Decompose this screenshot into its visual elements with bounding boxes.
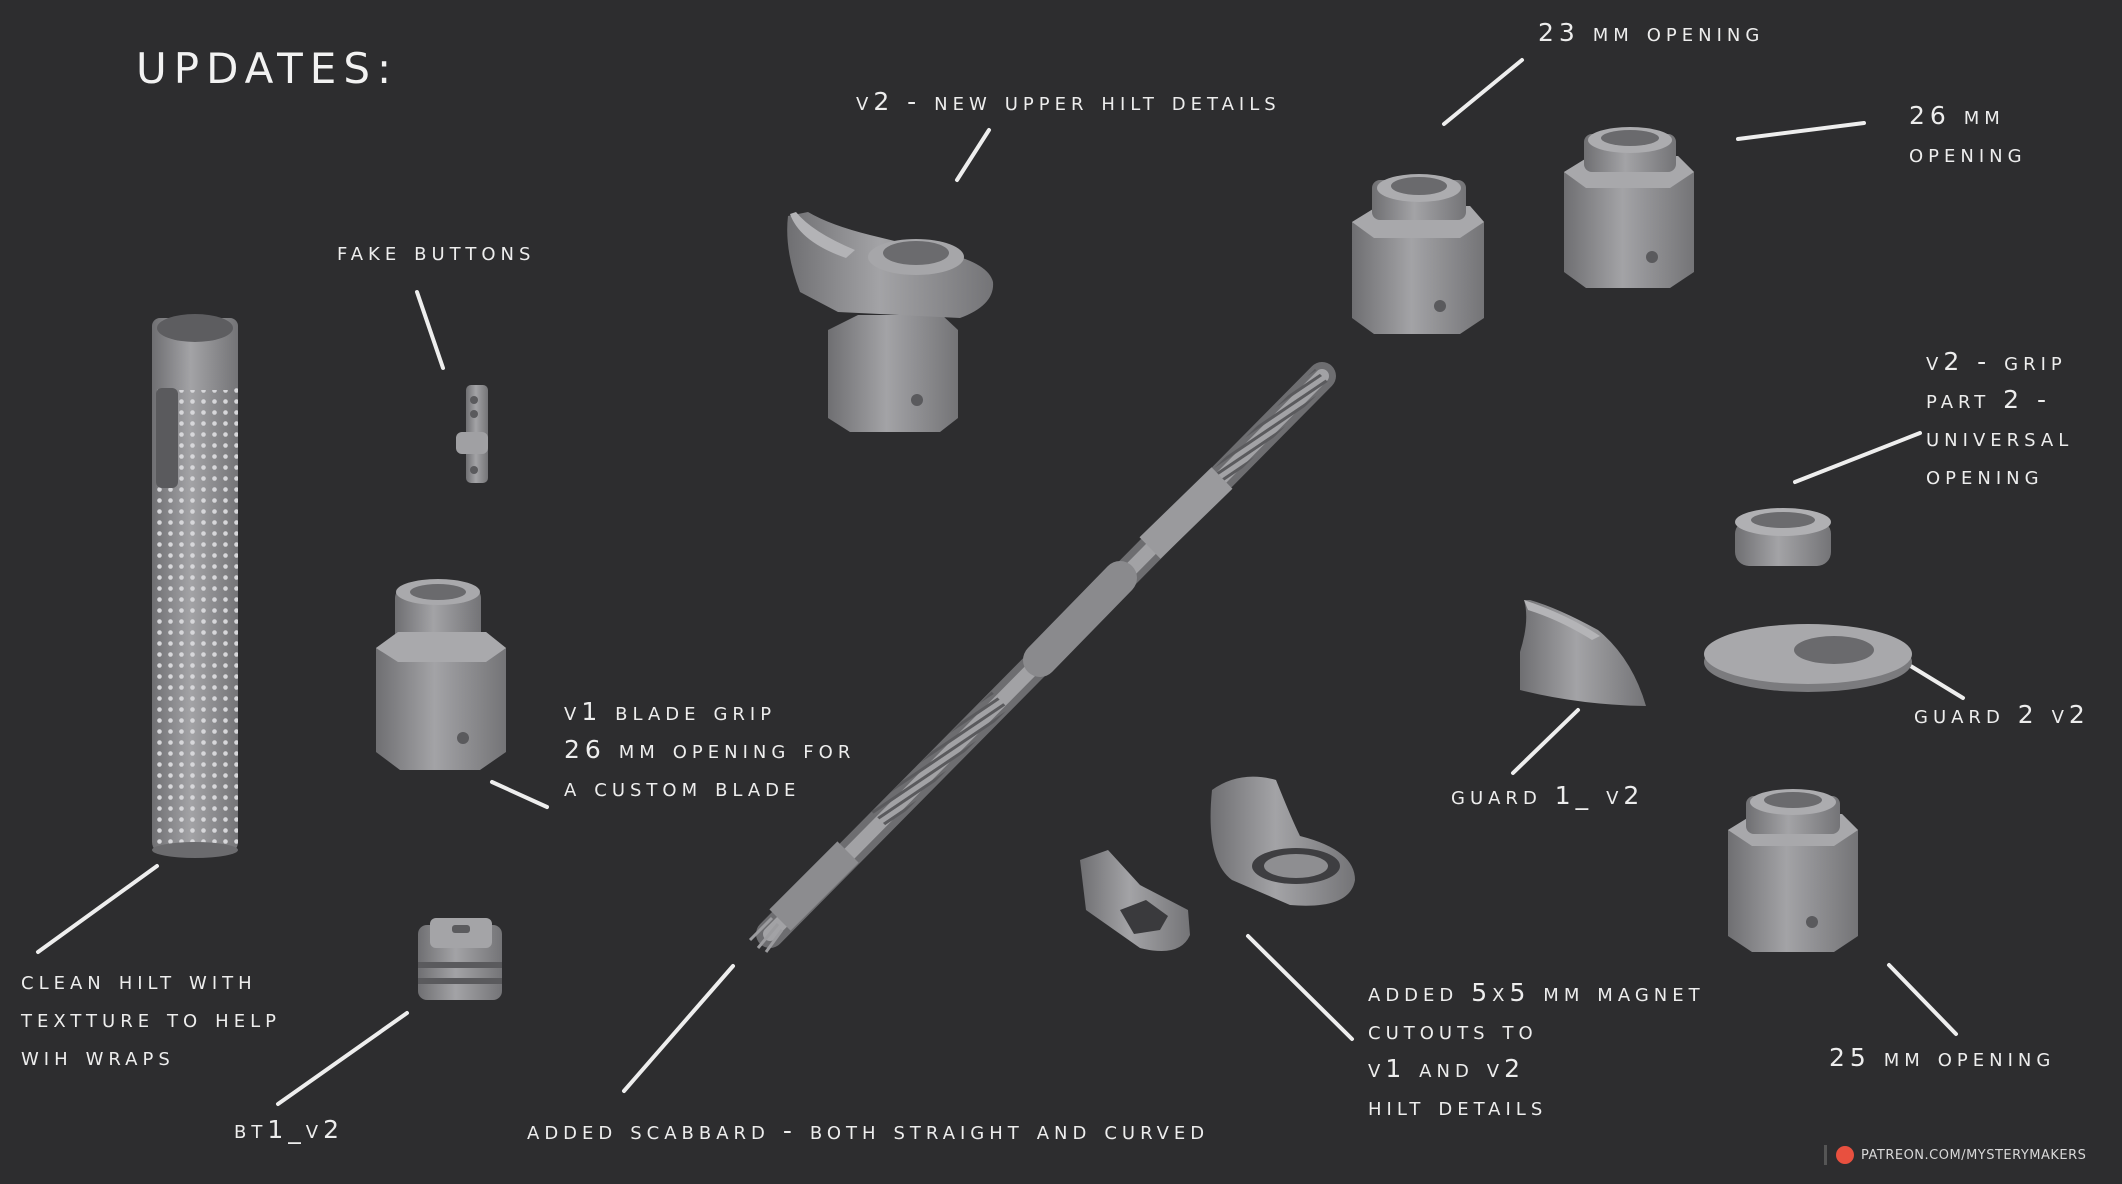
label-guard-2: GUARD 2 V2 [1914,700,2090,729]
patreon-icon [1836,1146,1854,1164]
label-clean-hilt-line-2: TEXTTURE TO HELP [21,1004,281,1033]
bt1-model [418,918,502,1000]
leader-v2-upper-hilt [955,128,991,182]
label-v2-grip-line-3: UNIVERSAL [1926,423,2074,452]
label-magnet-cutouts: ADDED 5X5 MM MAGNET CUTOUTS TO V1 AND V2… [1368,974,1705,1126]
guard-2-model [1704,624,1912,692]
label-25mm-opening: 25 MM OPENING [1829,1043,2056,1072]
leader-magnet [1246,934,1354,1041]
patreon-credit[interactable]: PATREON.COM/MYSTERYMAKERS [1824,1145,2086,1165]
label-magnet-line-4: HILT DETAILS [1368,1092,1548,1121]
leader-fake-buttons [415,290,445,370]
leader-guard-1 [1511,708,1580,775]
label-v2-grip-part2: V2 - GRIP PART 2 - UNIVERSAL OPENING [1926,343,2073,495]
divider [1824,1145,1827,1165]
label-clean-hilt: CLEAN HILT WITH TEXTTURE TO HELP WIH WRA… [21,962,281,1076]
leader-25mm [1887,963,1958,1036]
clean-hilt-model [152,314,238,858]
label-23mm-opening: 23 MM OPENING [1538,18,1765,47]
fake-buttons-model [456,385,488,483]
leader-bt1 [276,1011,409,1106]
label-fake-buttons: FAKE BUTTONS [337,237,536,266]
leader-clean-hilt [36,864,159,954]
leader-v2-grip [1793,431,1922,484]
leader-scabbard [622,964,735,1093]
23mm-opening-model [1352,174,1484,334]
v2-grip-part2-model [1735,508,1831,566]
label-clean-hilt-line-1: CLEAN HILT WITH [21,966,257,995]
label-v1-blade-grip: V1 BLADE GRIP 26 MM OPENING FOR A CUSTOM… [564,693,855,807]
leader-guard-2 [1907,663,1965,700]
leader-lines [36,58,1965,1106]
v2-upper-hilt-model [787,212,994,432]
guard-1-model [1520,600,1646,706]
label-bt1: BT1_V2 [234,1115,344,1144]
scabbard-model [748,362,1336,953]
label-v1-line-1: V1 BLADE GRIP [564,697,777,726]
leader-26mm [1736,121,1866,141]
label-v1-line-2: 26 MM OPENING FOR [564,735,856,764]
26mm-opening-model [1564,127,1694,288]
magnet-cutout-models [1080,776,1355,952]
label-26mm-line-2: OPENING [1909,139,2027,168]
label-magnet-line-2: CUTOUTS TO [1368,1016,1538,1045]
label-v1-line-3: A CUSTOM BLADE [564,773,801,802]
leader-23mm [1442,58,1524,126]
page-title: UPDATES: [136,44,399,93]
label-v2-upper-hilt: V2 - NEW UPPER HILT DETAILS [856,87,1281,116]
label-26mm-opening: 26 MM OPENING [1909,97,2027,173]
label-v2-grip-line-1: V2 - GRIP [1926,347,2067,376]
label-scabbard: ADDED SCABBARD - BOTH STRAIGHT AND CURVE… [527,1116,1210,1145]
label-26mm-line-1: 26 MM [1909,101,2005,130]
label-v2-grip-line-4: OPENING [1926,461,2044,490]
label-clean-hilt-line-3: WIH WRAPS [21,1042,175,1071]
label-v2-grip-line-2: PART 2 - [1926,385,2052,414]
leader-v1-blade-grip [490,780,549,809]
label-magnet-line-3: V1 AND V2 [1368,1054,1525,1083]
v1-blade-grip-model [376,579,506,770]
patreon-link-text[interactable]: PATREON.COM/MYSTERYMAKERS [1861,1147,2087,1163]
label-guard-1: GUARD 1_ V2 [1451,781,1645,810]
25mm-opening-model [1728,789,1858,952]
label-magnet-line-1: ADDED 5X5 MM MAGNET [1368,978,1705,1007]
